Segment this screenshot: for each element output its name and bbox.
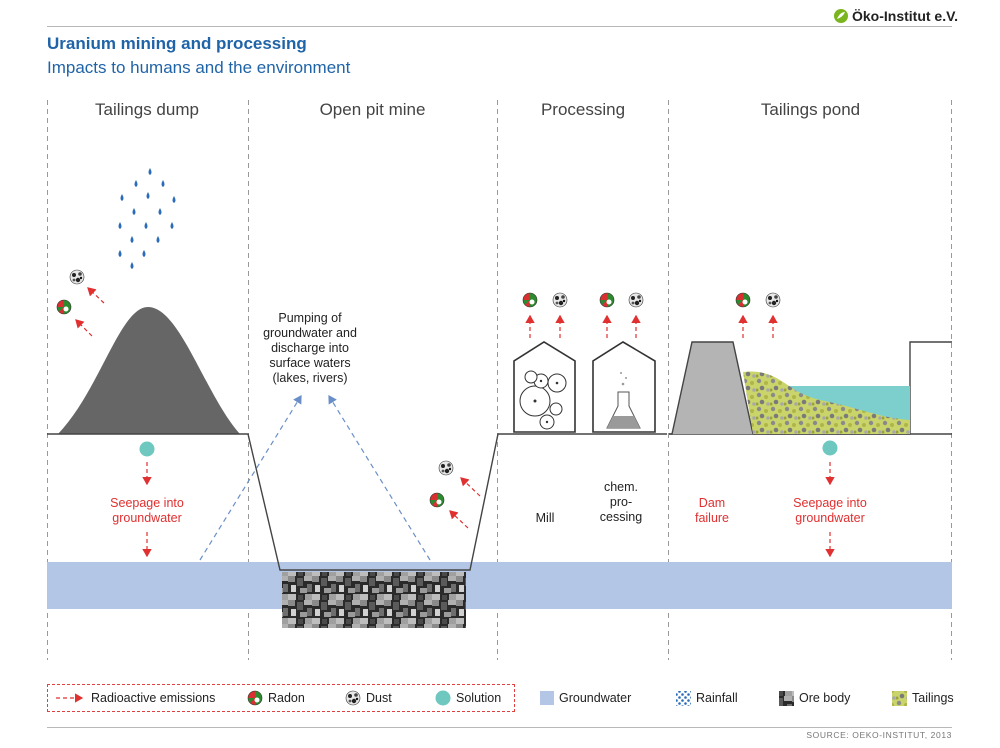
dump-solution-icon (139, 441, 155, 457)
legend-ore-label: Ore body (799, 691, 851, 705)
legend-dust-label: Dust (366, 691, 392, 705)
legend-rainfall-label: Rainfall (696, 691, 738, 705)
chem-radon-icon (599, 292, 615, 308)
pumping-arrow-right (328, 394, 431, 561)
ground-line (47, 433, 667, 571)
seepage-left-line-1: Seepage into (110, 496, 184, 510)
pumping-line-5: (lakes, rivers) (272, 371, 348, 385)
pit-radon-icon (429, 492, 445, 508)
dam-failure-label: Dam failure (682, 496, 742, 526)
logo: Öko-Institut e.V. (833, 5, 958, 27)
mill-dust-icon (552, 292, 568, 308)
section-title-tailings-dump: Tailings dump (95, 100, 199, 119)
legend-groundwater-label: Groundwater (559, 691, 632, 705)
legend-radioactive-label: Radioactive emissions (91, 691, 216, 705)
dump-dust-icon (69, 269, 85, 285)
seepage-left-line-2: groundwater (112, 511, 182, 525)
pit-dust-icon (438, 460, 454, 476)
logo-text: Öko-Institut e.V. (852, 8, 959, 24)
ore-body (282, 572, 466, 628)
section-title-tailings-pond: Tailings pond (760, 100, 861, 119)
tailings-dump-hill (58, 307, 240, 434)
rain-drops (118, 168, 176, 269)
dump-radon-icon (56, 299, 72, 315)
section-title-open-pit-mine: Open pit mine (319, 100, 426, 119)
mill-radon-icon (522, 292, 538, 308)
seepage-right-label: Seepage into groundwater (770, 496, 890, 526)
chem-building (592, 341, 656, 433)
pond-solution-icon (822, 440, 838, 456)
dam-line-2: failure (694, 511, 730, 525)
groundwater-band (47, 562, 952, 609)
legend-groundwater-swatch (540, 691, 554, 705)
seepage-left-label: Seepage into groundwater (87, 496, 207, 526)
pond-tailings (743, 371, 910, 434)
legend-solution-label: Solution (456, 691, 502, 705)
legend-tailings-label: Tailings (912, 691, 954, 705)
legend-solution-icon (435, 690, 451, 706)
pond-dust-icon (765, 292, 781, 308)
chem-label: chem. pro- cessing (586, 480, 656, 525)
source-note: SOURCE: OEKO-INSTITUT, 2013 (806, 730, 952, 740)
pit-dust-arrow (460, 477, 481, 497)
pond-outline (669, 341, 952, 435)
legend-emissions-box (47, 684, 515, 712)
pumping-line-2: groundwater and (263, 326, 357, 340)
chem-dust-icon (628, 292, 644, 308)
mill-label: Mill (535, 511, 555, 525)
pumping-line-4: surface waters (269, 356, 351, 370)
pumping-label: Pumping of groundwater and discharge int… (250, 311, 370, 386)
seepage-right-line-2: groundwater (795, 511, 865, 525)
legend-radon-label: Radon (268, 691, 305, 705)
chem-line-3: cessing (599, 510, 643, 524)
pumping-line-1: Pumping of (278, 311, 342, 325)
chem-line-1: chem. (603, 480, 639, 494)
dam-line-1: Dam (698, 496, 726, 510)
pumping-line-3: discharge into (271, 341, 349, 355)
chem-line-2: pro- (609, 495, 633, 509)
page-title: Uranium mining and processing (47, 34, 307, 53)
dump-radon-arrow (75, 319, 93, 337)
leaf-logo-icon (834, 9, 848, 23)
processing-emission-arrows (525, 314, 641, 338)
pond-emission-arrows (738, 314, 778, 338)
section-title-processing: Processing (540, 100, 626, 119)
header-rule (47, 26, 952, 27)
page-subtitle: Impacts to humans and the environment (47, 58, 351, 77)
mill-building (513, 341, 576, 433)
pond-radon-icon (735, 292, 751, 308)
seepage-right-line-1: Seepage into (793, 496, 867, 510)
legend-ore-swatch (779, 691, 794, 706)
legend-tailings-swatch (892, 691, 907, 706)
pit-radon-arrow (449, 510, 469, 529)
section-dividers (47, 100, 952, 660)
dam-wall (672, 342, 753, 434)
legend-rainfall-swatch (676, 691, 691, 706)
dump-dust-arrow (87, 287, 105, 304)
